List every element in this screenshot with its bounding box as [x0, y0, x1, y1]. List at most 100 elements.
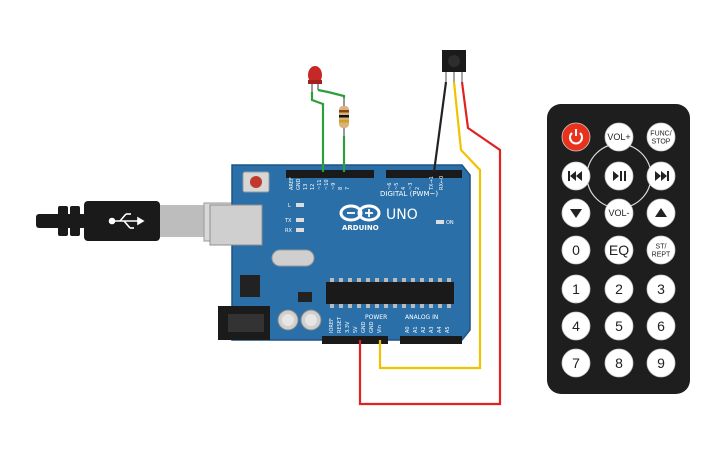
wires[interactable] [310, 81, 502, 406]
down-button[interactable] [561, 198, 591, 228]
pin-label: 13 [303, 184, 309, 190]
analog-header-label: ANALOG IN [405, 314, 438, 321]
ir-receiver[interactable] [442, 50, 466, 82]
rewind-button[interactable] [561, 161, 591, 191]
analog-pin-label: A2 [421, 326, 427, 333]
button-label-2: REPT [652, 252, 671, 259]
button-label: 0 [572, 242, 580, 258]
power-header [322, 336, 462, 344]
power-pin-label: 5V [353, 326, 359, 333]
usb-port [209, 204, 263, 246]
remote-button-7[interactable]: 7 [561, 348, 591, 378]
button-label: 3 [657, 281, 665, 297]
on-label: ON [446, 220, 454, 226]
status-leds: L TX RX ON [284, 203, 454, 234]
atmega-chip [326, 278, 454, 308]
arduino-logo [339, 204, 381, 222]
remote-button-3[interactable]: 3 [646, 274, 676, 304]
pin-label: 2 [415, 187, 421, 190]
button-label: 2 [615, 281, 623, 297]
remote-button-1[interactable]: 1 [561, 274, 591, 304]
led-label-tx: TX [284, 218, 292, 224]
led-label-rx: RX [285, 228, 292, 234]
button-label: VOL- [608, 208, 629, 218]
reset-button[interactable] [242, 171, 270, 193]
pin-label: ~3 [408, 183, 414, 190]
analog-pin-label: A1 [413, 326, 419, 333]
remote-button-4[interactable]: 4 [561, 311, 591, 341]
wire-ir-signal [432, 81, 448, 173]
button-label: 1 [572, 281, 580, 297]
rewind-icon [568, 171, 582, 181]
pin-label: ~10 [324, 179, 330, 190]
red-led[interactable] [308, 66, 322, 92]
play-pause-button[interactable] [604, 161, 634, 191]
pin-label: 7 [345, 187, 351, 190]
analog-pin-label: A4 [437, 326, 443, 333]
remote-button-6[interactable]: 6 [646, 311, 676, 341]
remote-button-5[interactable]: 5 [604, 311, 634, 341]
button-label: 6 [657, 318, 665, 334]
wire-ir-gnd [378, 81, 482, 370]
analog-pin-label: A5 [445, 326, 451, 333]
power-pin-label: RESET [337, 316, 343, 333]
led-label-l: L [288, 203, 291, 209]
pin-label: TX→1 [429, 176, 435, 191]
capacitors [277, 309, 322, 331]
button-label: 7 [572, 355, 580, 371]
pin-label: RX←0 [439, 176, 445, 190]
fast-forward-button[interactable] [646, 161, 676, 191]
remote-button-eq[interactable]: EQ [604, 235, 634, 265]
power-pin-label: GND [361, 321, 367, 333]
remote-button-2[interactable]: 2 [604, 274, 634, 304]
pin-label: 12 [310, 184, 316, 190]
button-label: EQ [609, 242, 629, 258]
power-pin-label: 3.3V [345, 321, 351, 333]
analog-pin-label: A3 [429, 326, 435, 333]
power-header-label: POWER [365, 314, 387, 321]
fast-forward-icon [655, 171, 669, 181]
button-label: ST/ [656, 244, 667, 251]
power-pin-label: IOREF [329, 318, 335, 333]
button-label: VOL+ [607, 132, 630, 142]
remote-button-8[interactable]: 8 [604, 348, 634, 378]
button-label: FUNC/ [650, 131, 671, 138]
remote-button-9[interactable]: 9 [646, 348, 676, 378]
power-button[interactable] [561, 122, 591, 152]
remote-button-0[interactable]: 0 [561, 235, 591, 265]
button-label: 5 [615, 318, 623, 334]
resistor[interactable] [339, 98, 349, 136]
remote-button-vol[interactable]: VOL+ [604, 122, 634, 152]
pin-label: 4 [401, 187, 407, 190]
model-label: UNO [386, 207, 418, 223]
usb-icon [108, 213, 145, 229]
pin-label: ~9 [331, 183, 337, 190]
crystal [271, 249, 315, 267]
button-label: 9 [657, 355, 665, 371]
voltage-regulator [240, 275, 260, 297]
power-icon [569, 129, 583, 145]
pin-label: GND [296, 178, 302, 190]
pin-label: ~6 [387, 183, 393, 190]
pin-label: ~5 [394, 183, 400, 190]
wire-led-anode [310, 92, 325, 172]
power-pin-label: GND [369, 321, 375, 333]
pin-label: ~11 [317, 179, 323, 190]
button-label-2: STOP [652, 139, 671, 146]
wire-ir-vcc [358, 81, 502, 406]
digital-header [286, 170, 462, 178]
button-label: 4 [572, 318, 580, 334]
remote-button-func[interactable]: FUNC/STOP [646, 122, 676, 152]
up-button[interactable] [646, 198, 676, 228]
digital-header-label: DIGITAL (PWM~) [380, 190, 438, 198]
brand-label: ARDUINO [342, 224, 379, 232]
power-pin-label: Vin [377, 325, 383, 333]
ir-remote[interactable]: VOL+ FUNC/STOP VOL- 0 EQ ST/REPT 1 2 3 4 5 6 7 8 9 [547, 104, 690, 394]
remote-button-vol[interactable]: VOL- [604, 198, 634, 228]
remote-button-st[interactable]: ST/REPT [646, 235, 676, 265]
analog-pin-label: A0 [405, 326, 411, 333]
